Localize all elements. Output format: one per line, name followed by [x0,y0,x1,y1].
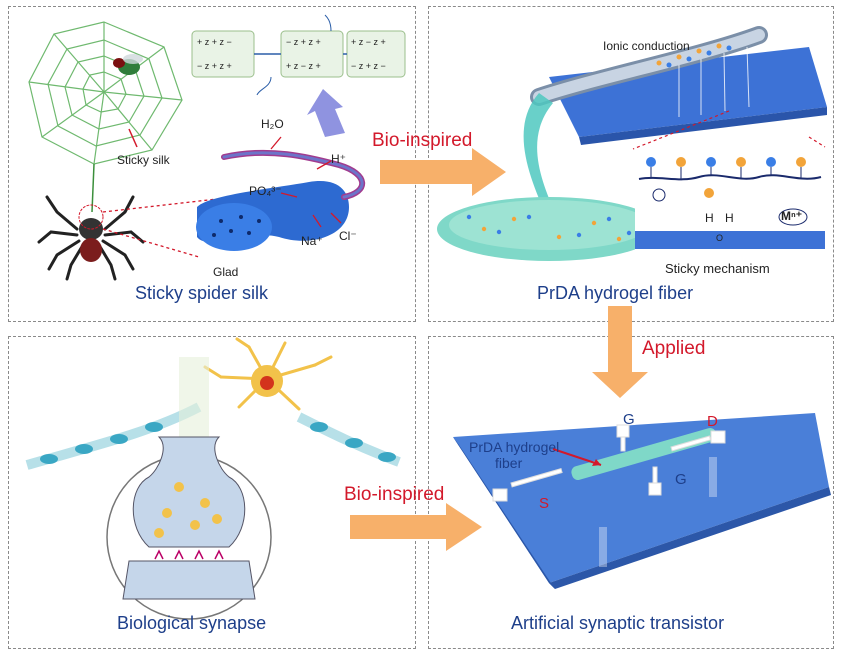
label-po4: PO₄³⁻ [249,184,282,198]
vesicles [154,482,222,538]
label-h-left: H [705,211,714,225]
electrodes [492,424,726,502]
zoom-line-bottom [102,228,200,258]
sticky-silk-arrow [128,128,138,148]
up-arrow-icon [307,89,345,137]
gate-pad-bottom [648,482,662,496]
synapse-illustration [25,337,401,620]
label-sticky-silk: Sticky silk [117,153,170,167]
caption-prda-hydrogel-fiber: PrDA hydrogel fiber [537,283,694,303]
panel-prda-hydrogel-fiber: Ionic conduction H H O Mⁿ⁺ Sticky mechan… [428,6,834,322]
label-cl: Cl⁻ [339,229,357,243]
spider-web [28,21,183,213]
caption-biological-synapse: Biological synapse [117,613,267,633]
silk-gland [196,149,366,251]
charged-polymer-schematic: + z + z − − z + z + − z + z + + z − z + + … [191,14,406,96]
label-source: S [539,495,550,512]
label-fiber-line2: fiber [495,455,523,471]
spider-illustration: + z + z − − z + z + − z + z + + z − z + + … [28,14,406,281]
drain-pad [710,430,726,444]
label-arrow-bottom: Bio-inspired [344,484,445,505]
label-gate-top: G [623,411,635,428]
label-o: O [716,233,724,243]
panel-biological-synapse: Biological synapse [8,336,416,649]
label-drain: D [707,413,718,430]
label-arrow-right: Applied [642,338,706,359]
panel-artificial-synaptic-transistor: PrDA hydrogel fiber G D S G Artificial s… [428,336,834,649]
label-na: Na⁺ [301,234,323,248]
label-ionic-conduction: Ionic conduction [603,39,690,53]
svg-text:− z + z +: − z + z + [286,37,321,47]
svg-text:+ z − z +: + z − z + [286,61,321,71]
label-sticky-mechanism: Sticky mechanism [665,261,770,276]
label-gate-bottom: G [675,471,687,488]
label-glad: Glad [213,265,239,279]
label-fiber-line1: PrDA hydrogel [469,439,560,455]
ion-arrows [270,136,342,228]
label-h2o: H₂O [261,117,284,131]
label-m-ion: Mⁿ⁺ [781,209,803,223]
caption-sticky-spider-silk: Sticky spider silk [135,283,269,303]
hydrogel-fiber-illustration [437,26,827,261]
svg-text:− z + z −: − z + z − [351,61,386,71]
label-h-plus: H⁺ [331,152,346,166]
sticky-mechanism-diagram [635,149,825,257]
source-pad [492,488,508,502]
caption-artificial-synaptic-transistor: Artificial synaptic transistor [511,613,725,633]
zoom-line-top [102,198,218,213]
substrate-sheet [453,413,829,583]
gel-stream [523,93,557,217]
svg-text:− z + z +: − z + z + [197,61,232,71]
svg-text:+ z − z +: + z − z + [351,37,386,47]
spider-icon [37,195,145,281]
label-h-right: H [725,211,734,225]
hydrogel-fiber-channel [571,428,717,480]
transistor-illustration [453,413,831,589]
label-arrow-top: Bio-inspired [372,130,473,151]
fly-icon [113,54,143,75]
fiber-pointer-arrow [552,448,602,466]
panel-sticky-spider-silk: + z + z − − z + z + − z + z + + z − z + + … [8,6,416,322]
svg-text:+ z + z −: + z + z − [197,37,232,47]
